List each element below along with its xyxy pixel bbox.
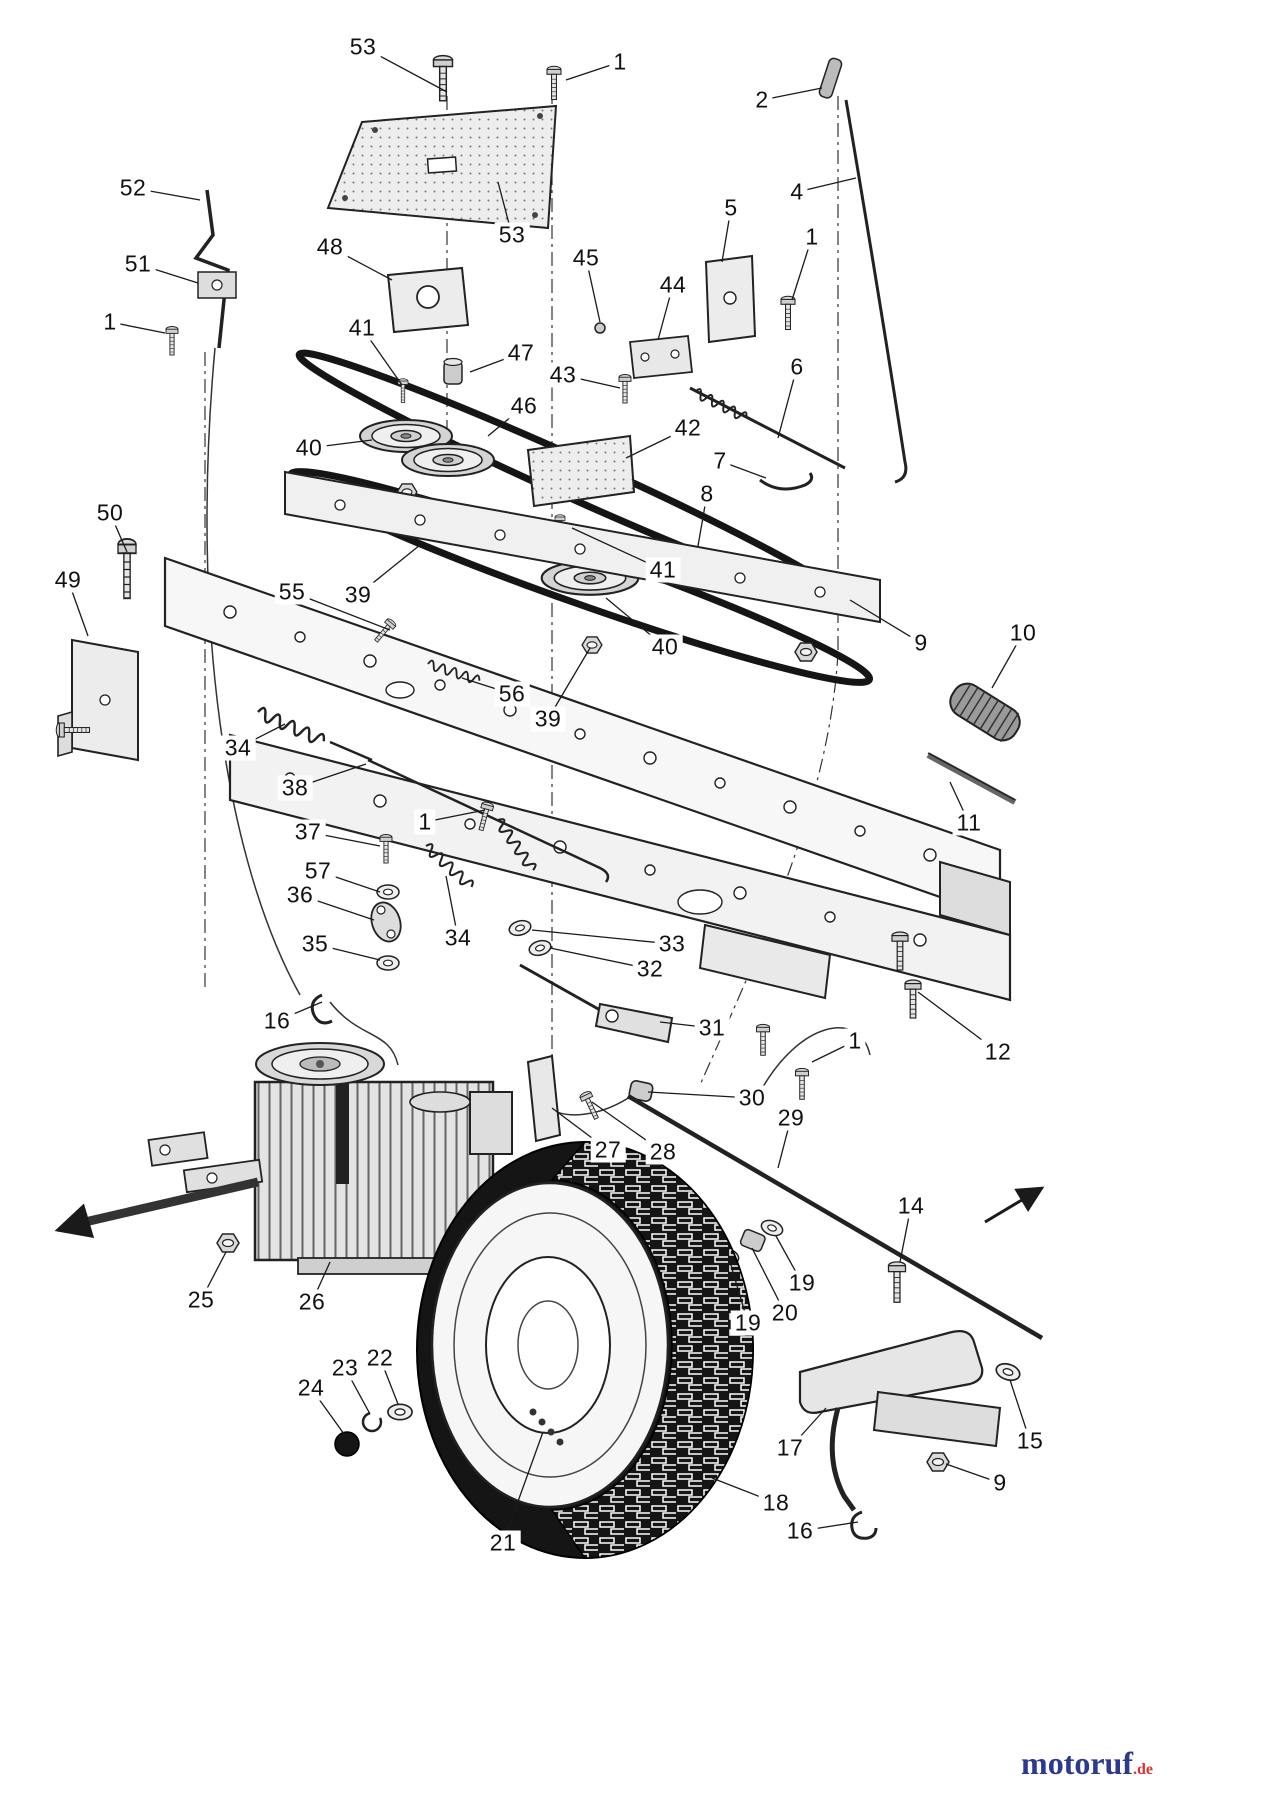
- watermark-logo: motoruf.de: [1021, 1745, 1153, 1782]
- upper-brackets: [165, 189, 846, 491]
- leader-line: [585, 257, 601, 323]
- flange-nut-icon: [794, 642, 818, 662]
- leader-line: [344, 1367, 371, 1415]
- washer-icon: [506, 917, 534, 939]
- nut-icon: [926, 1452, 950, 1472]
- frame-rails: [163, 434, 1012, 1002]
- nut-icon: [581, 636, 603, 654]
- grip-and-shaft: [926, 682, 1021, 805]
- washer-icon: [993, 1360, 1023, 1384]
- shift-rod-assembly: [818, 57, 908, 484]
- leader-line: [775, 1235, 803, 1284]
- routing-lines: [206, 347, 871, 1116]
- leader-line: [445, 875, 459, 939]
- leader-line: [719, 460, 767, 479]
- leader-line: [899, 1205, 912, 1263]
- leader-line: [310, 1387, 345, 1435]
- bolt-icon: [887, 1261, 907, 1303]
- leader-line: [799, 1521, 859, 1532]
- leader-line: [469, 352, 522, 373]
- leader-line: [796, 177, 857, 193]
- leader-line: [137, 263, 199, 284]
- leader-line: [761, 87, 823, 101]
- leader-line: [625, 427, 689, 459]
- leader-line: [314, 943, 381, 961]
- nut-icon: [216, 1233, 240, 1253]
- leader-line: [109, 321, 166, 334]
- hook-icon: [850, 1510, 878, 1540]
- leader-line: [917, 991, 999, 1053]
- leader-line: [562, 374, 621, 389]
- leader-line: [67, 579, 89, 637]
- leader-line: [751, 1247, 786, 1314]
- leader-line: [299, 894, 375, 921]
- leader-line: [502, 1431, 544, 1544]
- leader-line: [308, 439, 373, 449]
- spring-icon: [254, 705, 328, 749]
- bolt-icon: [756, 1023, 770, 1056]
- leader-line: [1009, 1379, 1031, 1442]
- leader-line: [357, 544, 421, 596]
- bolt-icon: [578, 1089, 603, 1122]
- e-clip-icon: [361, 1411, 383, 1433]
- control-rod: [626, 1094, 1045, 1340]
- bolt-icon: [117, 537, 137, 600]
- springs-linkage: [254, 616, 674, 1143]
- leader-line: [811, 1040, 856, 1063]
- leader-line: [657, 284, 674, 341]
- bolt-icon: [618, 374, 632, 404]
- leader-line: [362, 46, 448, 93]
- bolt-icon: [795, 1067, 809, 1100]
- leader-line: [200, 1251, 227, 1301]
- washer-icon: [387, 1403, 413, 1421]
- leader-line: [789, 1407, 827, 1449]
- pulley-icon: [401, 443, 495, 477]
- screw-icon: [165, 326, 179, 356]
- leader-line: [647, 1091, 753, 1099]
- leader-line: [531, 929, 673, 945]
- bolt-icon: [780, 295, 796, 331]
- leader-line: [991, 632, 1024, 689]
- leader-line: [379, 1357, 399, 1405]
- watermark-tld: .de: [1133, 1761, 1153, 1778]
- bolt-icon: [432, 54, 454, 102]
- rear-wheel: [334, 1141, 754, 1559]
- axle-cap-icon: [334, 1431, 360, 1457]
- watermark-name: motoruf: [1021, 1745, 1133, 1781]
- bolt-icon: [904, 979, 922, 1019]
- bolt-icon: [546, 65, 562, 101]
- leader-line: [849, 599, 922, 644]
- leader-line: [791, 236, 813, 301]
- leader-line: [605, 597, 666, 648]
- engine-transmission: [54, 1042, 513, 1275]
- top-plate-assembly: [326, 54, 562, 230]
- washer-icon: [376, 884, 400, 900]
- leader-line: [721, 207, 732, 263]
- pedal-assembly: [798, 1261, 1023, 1540]
- leader-line: [777, 1117, 792, 1169]
- bolt-icon: [379, 834, 393, 864]
- leader-line: [711, 1477, 777, 1504]
- leader-line: [549, 947, 651, 970]
- leader-line: [317, 870, 381, 893]
- washer-icon: [376, 955, 400, 971]
- leader-line: [565, 61, 621, 81]
- washer-icon: [526, 937, 554, 959]
- left-bracket-assembly: [55, 537, 139, 762]
- leader-line: [329, 246, 393, 281]
- leader-line: [945, 1463, 1001, 1484]
- leader-line: [132, 187, 201, 201]
- leader-line: [777, 366, 798, 439]
- leader-line: [949, 781, 970, 824]
